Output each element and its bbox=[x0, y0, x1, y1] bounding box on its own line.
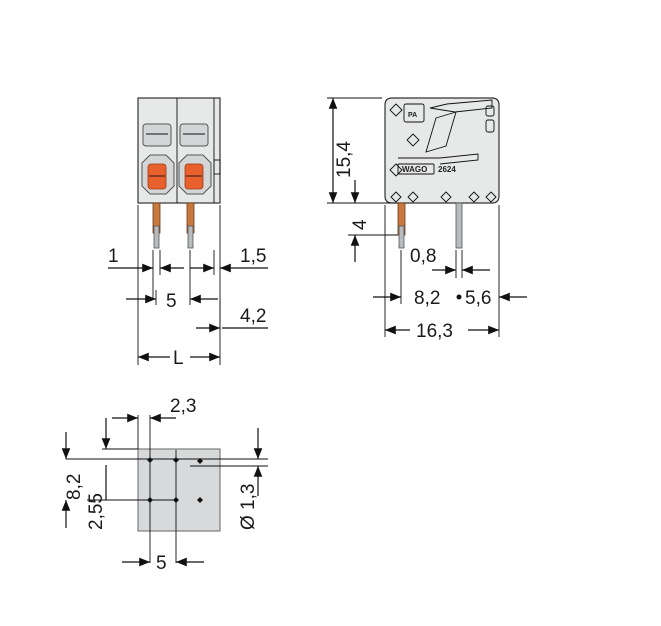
side-pin-2 bbox=[455, 202, 463, 249]
dim-footprint-offset: 2,3 bbox=[170, 396, 196, 417]
dim-pin-length: 4 bbox=[350, 219, 371, 230]
dim-height: 15,4 bbox=[334, 141, 355, 178]
dim-row-spacing-inner: 2,55 bbox=[86, 493, 107, 530]
pcb-footprint: 2,3 8,2 2,55 Ø 1,3 5 bbox=[61, 396, 268, 574]
dim-length: L bbox=[173, 348, 184, 369]
dim-pin-width: 0,8 bbox=[410, 246, 436, 267]
dim-right-side: 1,5 bbox=[240, 246, 266, 267]
dim-left-pin: 1 bbox=[108, 246, 119, 267]
pin-center-dot bbox=[456, 294, 462, 300]
release-slot-1 bbox=[142, 123, 172, 147]
dim-right-pin-offset: 5,6 bbox=[465, 288, 491, 309]
dim-pitch: 5 bbox=[166, 291, 177, 312]
dim-left-pin-offset: 8,2 bbox=[414, 288, 440, 309]
dim-right-offset: 4,2 bbox=[240, 306, 266, 327]
pa-badge bbox=[403, 103, 425, 123]
dim-row-spacing-outer: 8,2 bbox=[64, 474, 85, 500]
orange-push-button-2 bbox=[184, 163, 204, 190]
dim-hole-diameter: Ø 1,3 bbox=[238, 484, 259, 530]
footprint-outline bbox=[137, 448, 221, 532]
dim-depth: 16,3 bbox=[416, 321, 453, 342]
logo-text: WAGO bbox=[402, 165, 427, 174]
side-view: PA WAGO 2624 15,4 4 0,8 bbox=[327, 97, 527, 342]
housing-detents bbox=[389, 103, 497, 203]
orange-push-button-1 bbox=[147, 163, 167, 190]
wago-logo bbox=[397, 163, 435, 175]
release-slot-2 bbox=[179, 123, 209, 147]
front-view: 1 1,5 5 4,2 L bbox=[108, 97, 268, 369]
pa-label: PA bbox=[408, 112, 417, 119]
part-number: 2624 bbox=[438, 165, 456, 174]
side-housing bbox=[384, 97, 500, 204]
dim-footprint-pitch: 5 bbox=[156, 553, 167, 574]
